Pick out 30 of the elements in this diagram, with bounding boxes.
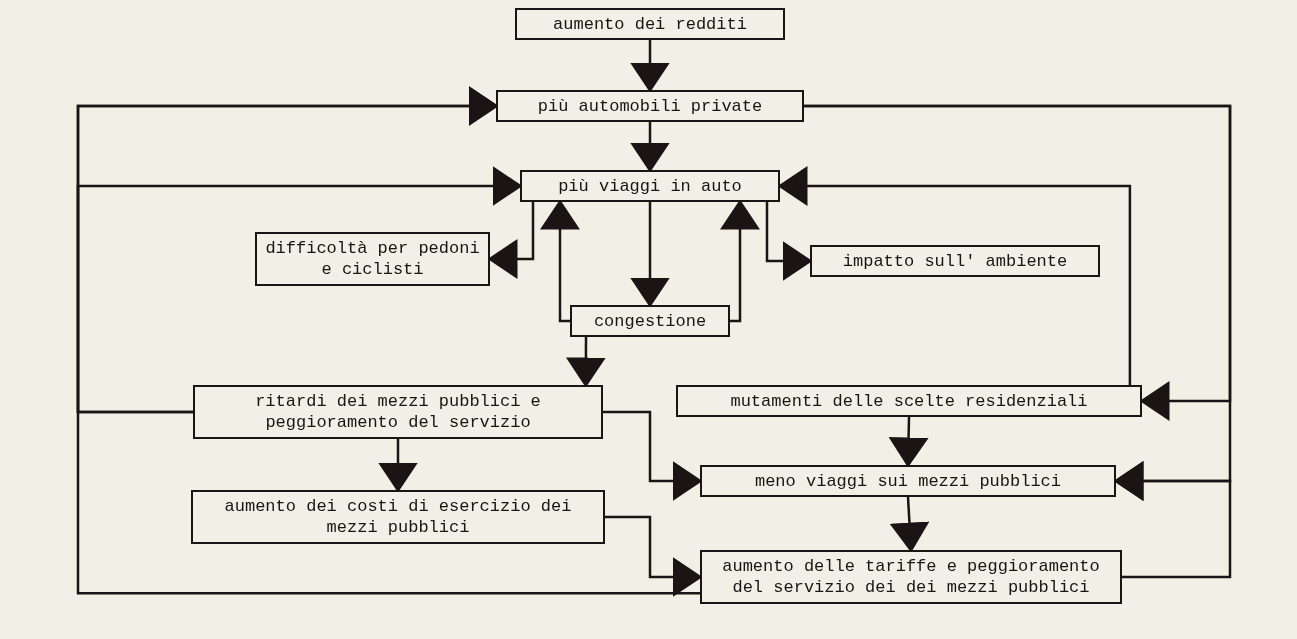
statement-box bbox=[496, 90, 804, 122]
block-arrow bbox=[378, 439, 418, 493]
statement-text: aumento dei redditi bbox=[553, 13, 747, 35]
block-arrow bbox=[630, 122, 670, 173]
statement-box bbox=[676, 385, 1142, 417]
statement-box bbox=[700, 465, 1116, 497]
statement-box bbox=[570, 305, 730, 337]
statement-text: ritardi dei mezzi pubblici e peggioramento del servizio bbox=[254, 391, 542, 433]
statement-box bbox=[520, 170, 780, 202]
statement-text: congestione bbox=[593, 310, 707, 332]
statement-text: mutamenti delle scelte residenziali bbox=[730, 390, 1088, 412]
statement-text: aumento dei costi di esercizio dei mezzi pubblici bbox=[223, 496, 573, 538]
statement-box bbox=[193, 385, 603, 439]
statement-box bbox=[810, 245, 1100, 277]
block-arrow bbox=[888, 416, 929, 468]
statement-text: impatto sull' ambiente bbox=[842, 250, 1068, 272]
statement-box bbox=[255, 232, 490, 286]
statement-text: più automobili private bbox=[537, 95, 763, 117]
statement-box bbox=[700, 550, 1122, 604]
statement-text: più viaggi in auto bbox=[558, 175, 742, 197]
statement-box bbox=[191, 490, 605, 544]
statement-text: difficoltà per pedoni e ciclisti bbox=[265, 238, 480, 280]
block-arrow bbox=[565, 337, 606, 388]
block-arrow bbox=[630, 202, 670, 308]
block-arrow bbox=[889, 496, 930, 553]
block-arrow bbox=[76, 86, 700, 595]
block-arrow bbox=[630, 40, 670, 93]
statement-box bbox=[515, 8, 785, 40]
statement-text: aumento delle tariffe e peggioramento del servizio dei dei mezzi pubblici bbox=[721, 556, 1101, 598]
statement-text: meno viaggi sui mezzi pubblici bbox=[754, 470, 1062, 492]
